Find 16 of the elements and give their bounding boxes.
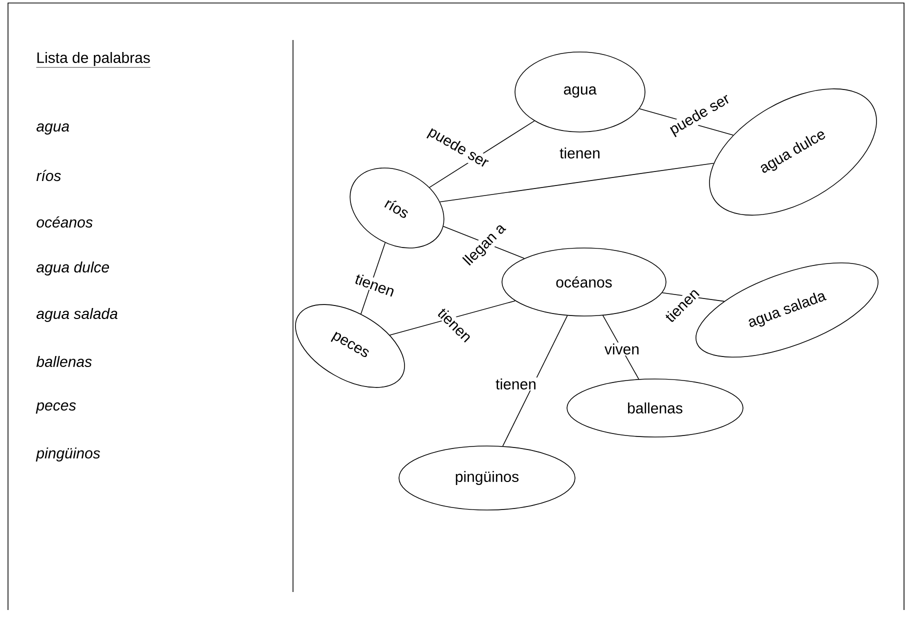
- word-item: agua: [36, 123, 70, 135]
- edge-label: tienen: [560, 147, 600, 158]
- connector-line: [440, 162, 714, 202]
- word-item: ríos: [36, 170, 61, 182]
- word-item: peces: [36, 402, 76, 414]
- word-item: ballenas: [36, 356, 92, 367]
- list-heading: Lista de palabras: [36, 52, 151, 68]
- connector-line: [389, 300, 516, 336]
- word-item: agua salada: [36, 308, 118, 322]
- word-item: océanos: [36, 216, 93, 228]
- word-item: pingüinos: [36, 448, 100, 462]
- connector-line: [502, 315, 568, 446]
- edge-label: tienen: [352, 272, 398, 298]
- edge-label: viven: [604, 342, 641, 356]
- word-item: agua dulce: [36, 262, 110, 276]
- edge-label: tienen: [494, 377, 538, 390]
